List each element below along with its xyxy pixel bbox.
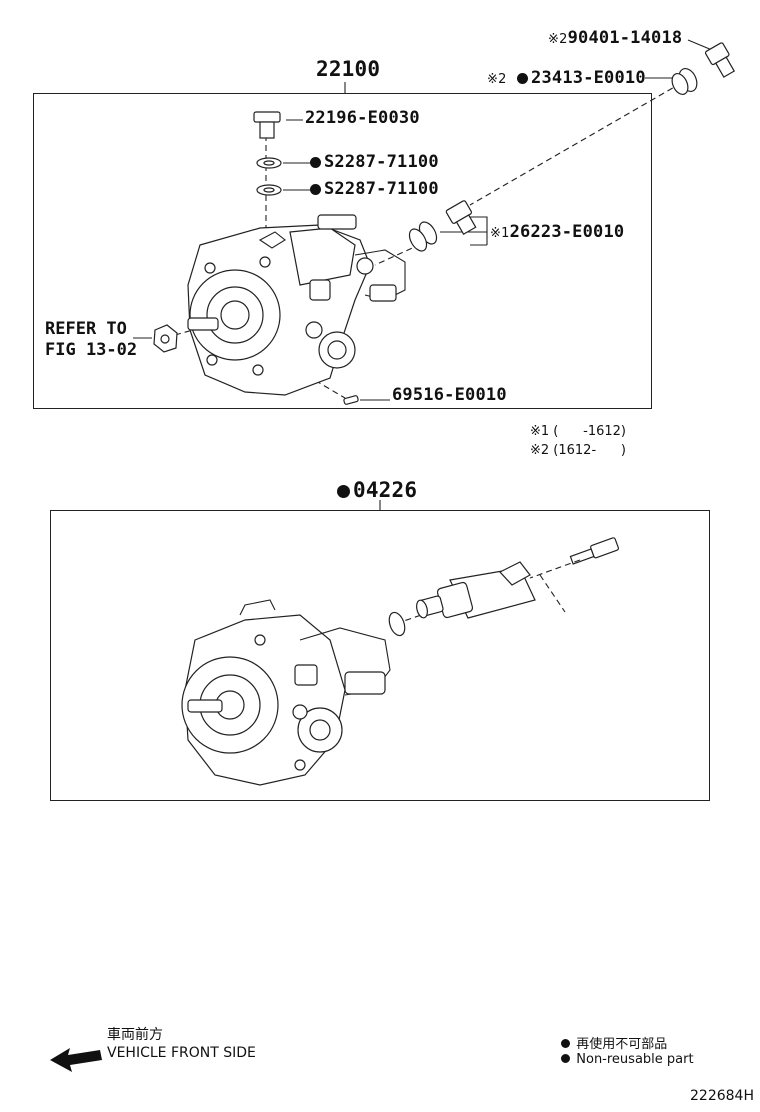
refer-line-2: FIG 13-02 [45,340,138,360]
non-reusable-dot-icon [337,485,350,498]
front-direction-arrow [50,1048,102,1072]
part-mark: ※2 [487,72,507,87]
part-label-90401-14018: ※290401-14018 [548,30,682,47]
note-1: ※1 ( -1612) [530,424,627,439]
note-2: ※2 (1612- ) [530,443,627,458]
upper-assembly-frame [33,93,652,409]
legend-jp-text: 再使用不可部品 [576,1037,668,1052]
legend-non-reusable-en: Non-reusable part [553,1037,694,1067]
vehicle-front-side-en: VEHICLE FRONT SIDE [107,1045,256,1061]
non-reusable-dot-icon [310,157,321,168]
kit-number-label: 04226 [337,480,417,501]
assembly-number: 22100 [316,57,381,81]
part-label-S2287-71100-b: S2287-71100 [310,181,439,198]
refer-line-1: REFER TO [45,319,127,339]
part-label-69516-E0010: 69516-E0010 [392,385,507,405]
legend-non-reusable-jp: 再使用不可部品 [553,1018,667,1052]
part-number: 90401-14018 [567,28,683,48]
non-reusable-dot-icon [517,73,529,84]
part-number: 23413-E0010 [531,68,646,88]
part-number: 26223-E0010 [509,222,625,242]
part-label-26223-E0010: ※126223-E0010 [490,224,624,241]
kit-number: 04226 [353,478,418,502]
part-mark: ※2 [548,32,568,47]
part-label-22196-E0030: 22196-E0030 [305,108,420,128]
legend-dot-icon [561,1039,571,1048]
figure-id: 222684H [690,1088,754,1104]
part-label-S2287-71100-a: S2287-71100 [310,154,439,171]
refer-to-fig-label: REFER TO FIG 13-02 [45,319,137,361]
part-number: S2287-71100 [324,152,439,172]
legend-en-text: Non-reusable part [576,1052,694,1067]
part-label-23413-E0010: ※2 23413-E0010 [487,70,646,87]
lower-kit-frame [50,510,710,801]
legend-dot-icon [561,1054,571,1063]
vehicle-front-side-jp: 車両前方 [107,1027,163,1043]
part-number: S2287-71100 [324,179,439,199]
part-mark: ※1 [490,226,510,241]
non-reusable-dot-icon [310,184,321,195]
